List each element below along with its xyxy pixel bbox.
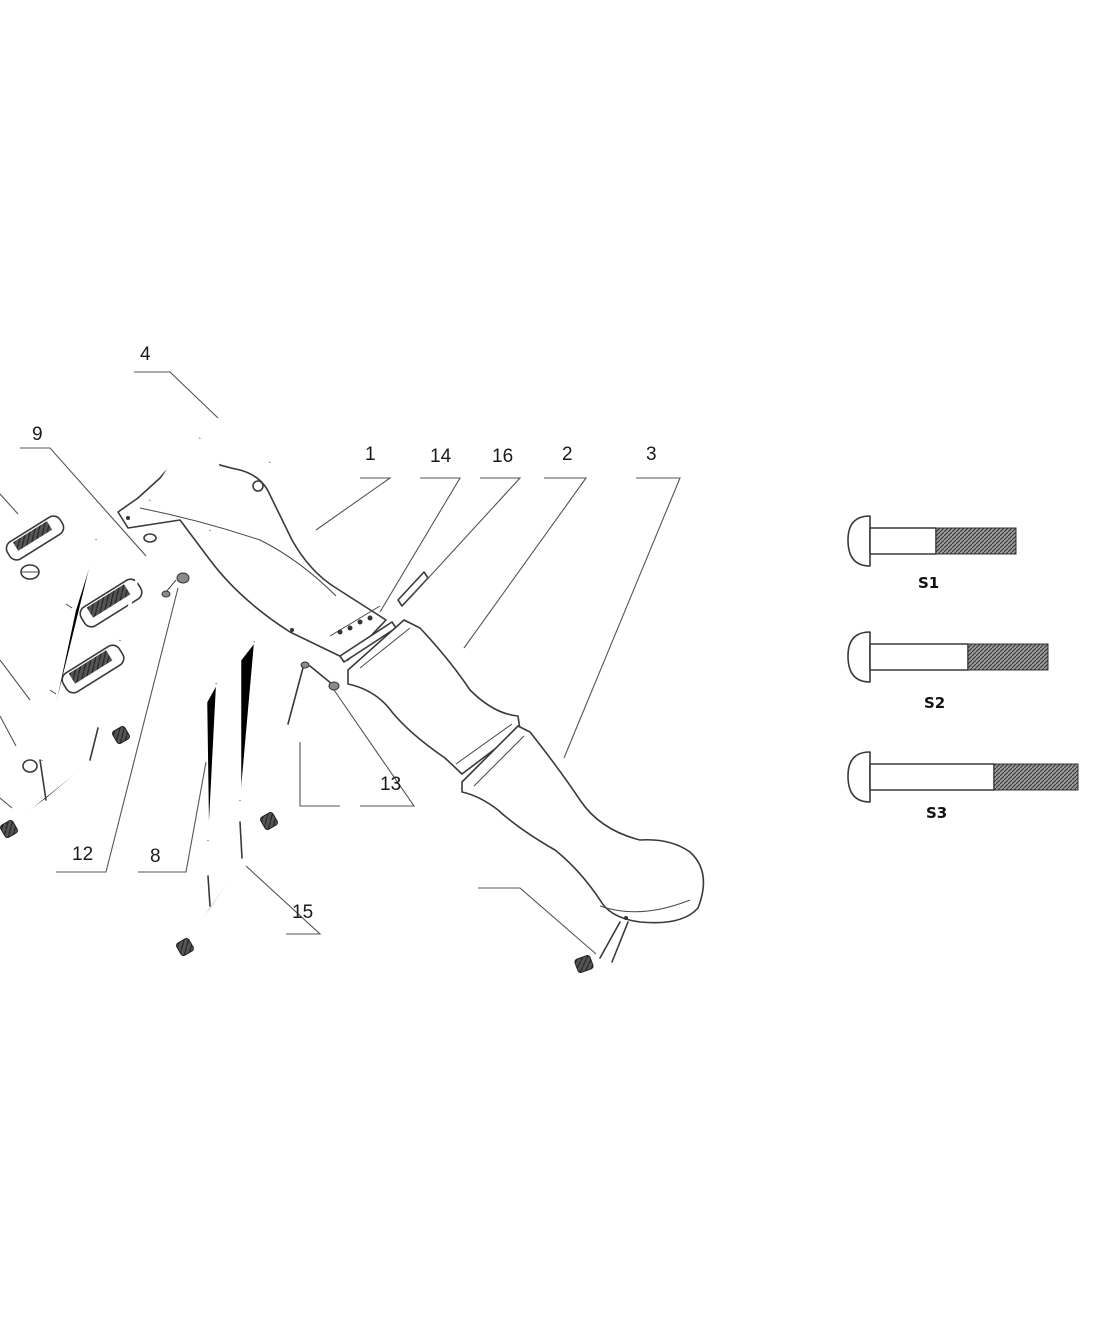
slide-bottom-section-part [461,725,705,973]
part-label-4: 4 [140,344,151,365]
left-base-frame-part [0,726,130,838]
part-label-3: 3 [646,444,657,465]
part-label-9: 9 [32,424,43,445]
part-label-1: 1 [365,444,376,465]
part-label-16: 16 [492,446,513,467]
ladder-rail-part [40,539,98,761]
support-leg-part [204,641,255,841]
part-label-13: 13 [380,774,401,795]
connector-bolt-part [287,661,340,725]
part-label-15: 15 [292,902,313,923]
part-label-14: 14 [430,446,452,467]
connector-strip-part [339,571,429,663]
part-label-2: 2 [562,444,573,465]
handle-bar-part [198,369,297,463]
screw-label-s3: S3 [926,804,947,822]
screw-label-s2: S2 [924,694,945,712]
slide-top-section-part [117,449,387,661]
screw-label-s1: S1 [918,574,939,592]
base-frame-part [176,812,278,956]
bolt-part [161,572,190,598]
ladder-step-part [5,515,143,694]
ladder-post-part [118,533,157,641]
fitting-part [20,564,40,773]
screw-s3 [847,751,1079,803]
part-label-12: 12 [72,844,93,865]
part-label-8: 8 [150,846,161,867]
leader-lines [0,371,681,955]
screw-s2 [847,631,1049,683]
screw-s1 [847,515,1017,567]
